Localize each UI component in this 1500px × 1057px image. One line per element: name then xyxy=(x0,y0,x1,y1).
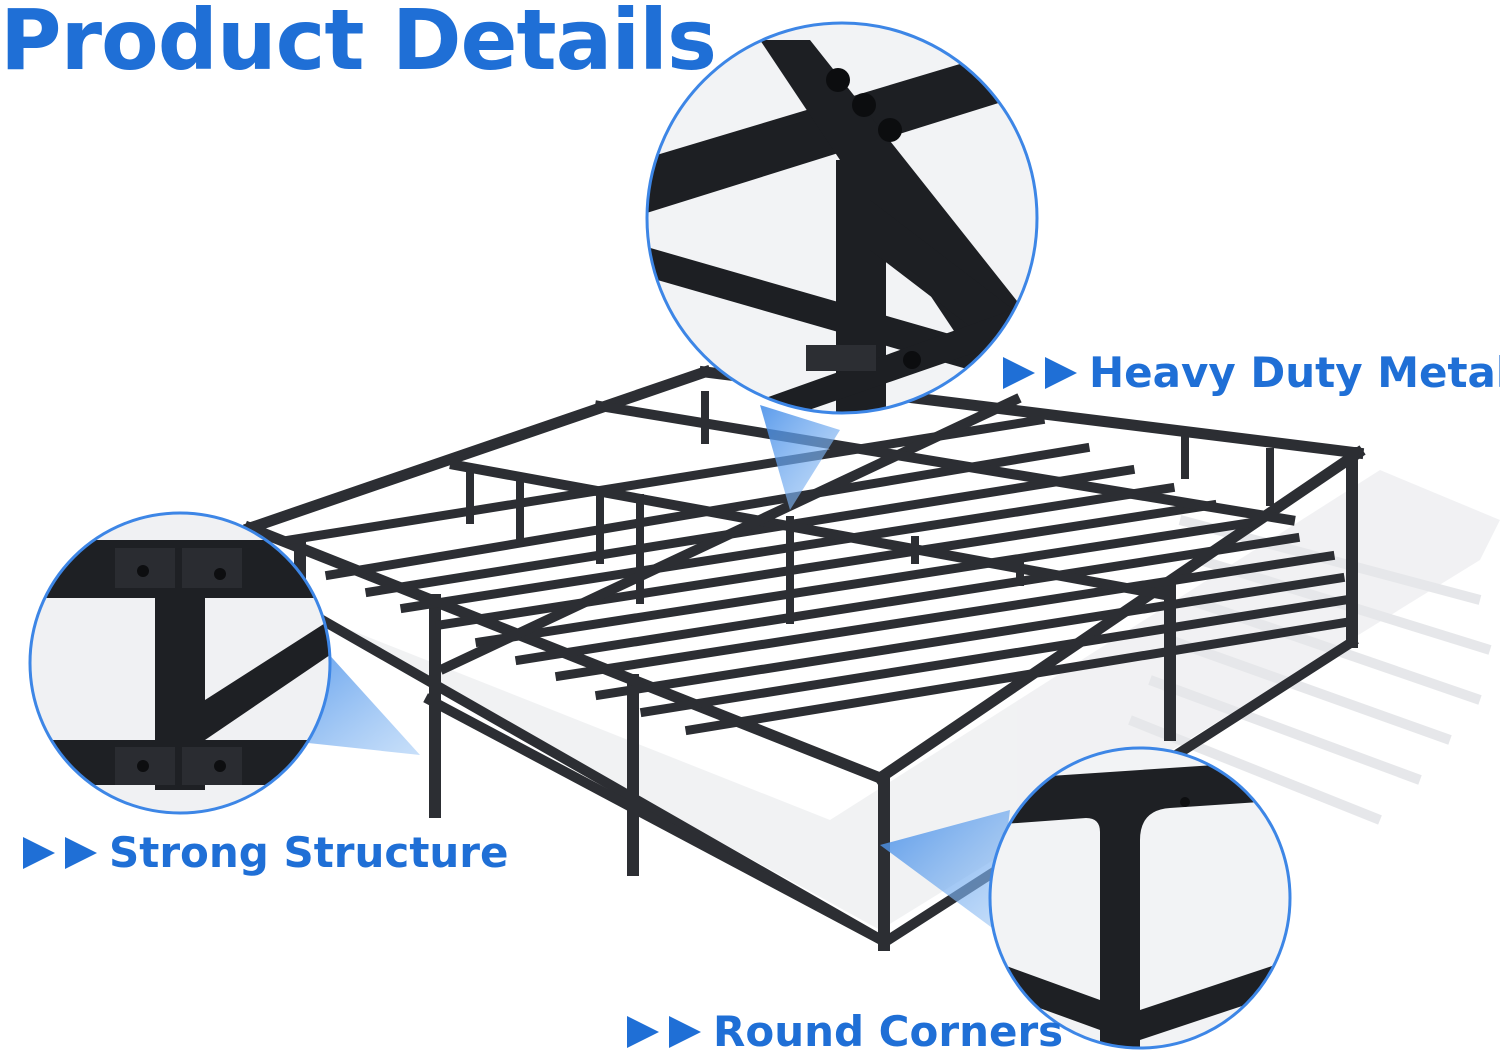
page-title: Product Details xyxy=(0,0,717,89)
double-play-arrow-icon xyxy=(627,1012,703,1052)
feature-round-corners: Round Corners xyxy=(627,1011,1063,1053)
callout-cone-right xyxy=(880,810,1010,930)
zoom-circle-strong-structure xyxy=(28,511,332,815)
zoom-circle-heavy-duty xyxy=(645,21,1039,415)
zoom-circle-round-corners xyxy=(988,746,1292,1050)
double-play-arrow-icon xyxy=(23,833,99,873)
feature-strong-structure: Strong Structure xyxy=(23,832,509,874)
feature-label: Strong Structure xyxy=(109,828,509,877)
double-play-arrow-icon xyxy=(1003,353,1079,393)
feature-label: Round Corners xyxy=(713,1007,1064,1056)
feature-label: Heavy Duty Metal xyxy=(1089,348,1500,397)
bed-frame xyxy=(242,365,1366,951)
feature-heavy-duty-metal: Heavy Duty Metal xyxy=(1003,352,1500,394)
callout-cone-top xyxy=(760,405,840,510)
